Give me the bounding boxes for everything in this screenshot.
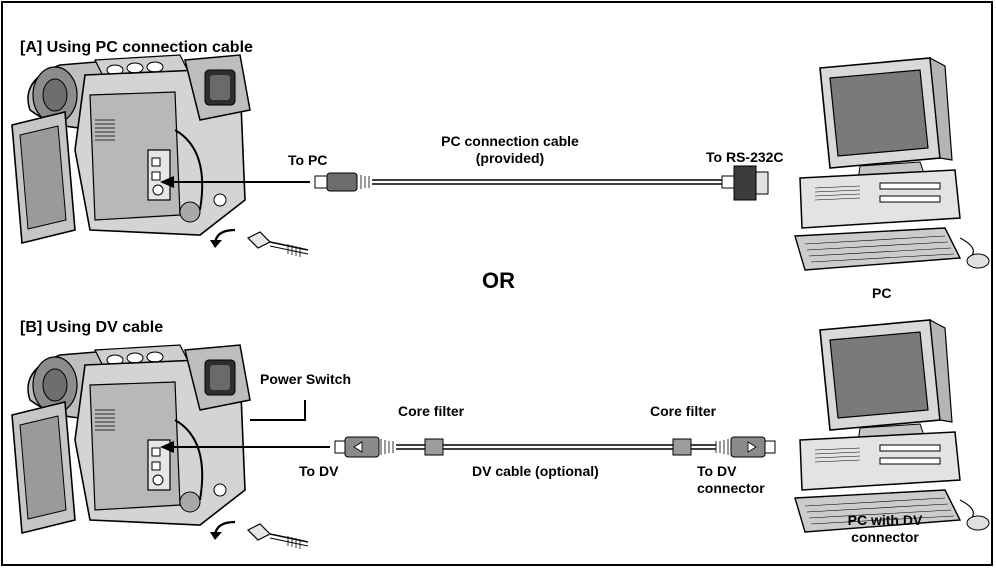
dv-cable xyxy=(335,437,775,457)
camcorder-a xyxy=(12,55,250,243)
camcorder-b xyxy=(12,345,250,533)
or-label: OR xyxy=(482,268,515,294)
to-dv-label: To DV xyxy=(299,463,338,480)
pc-with-dv-label: PC with DV connector xyxy=(825,512,945,546)
dv-cable-label: DV cable (optional) xyxy=(472,463,599,480)
power-switch-label: Power Switch xyxy=(260,371,351,388)
core-filter-right-shape xyxy=(673,439,691,455)
pc-b xyxy=(795,320,989,532)
to-dv-connector-label: To DV connector xyxy=(697,463,765,497)
core-filter-left-label: Core filter xyxy=(398,403,464,420)
to-pc-label: To PC xyxy=(288,152,327,169)
pc-a xyxy=(795,58,989,270)
to-rs232c-label: To RS-232C xyxy=(706,149,784,166)
pc-label: PC xyxy=(872,285,891,302)
core-filter-right-label: Core filter xyxy=(650,403,716,420)
section-a-title: [A] Using PC connection cable xyxy=(20,38,253,57)
section-b-title: [B] Using DV cable xyxy=(20,318,163,337)
core-filter-left-shape xyxy=(425,439,443,455)
pc-cable-label: PC connection cable (provided) xyxy=(430,133,590,167)
ac-plug-b xyxy=(248,524,308,549)
ac-plug-a xyxy=(248,232,308,257)
pc-connection-cable xyxy=(315,166,768,200)
